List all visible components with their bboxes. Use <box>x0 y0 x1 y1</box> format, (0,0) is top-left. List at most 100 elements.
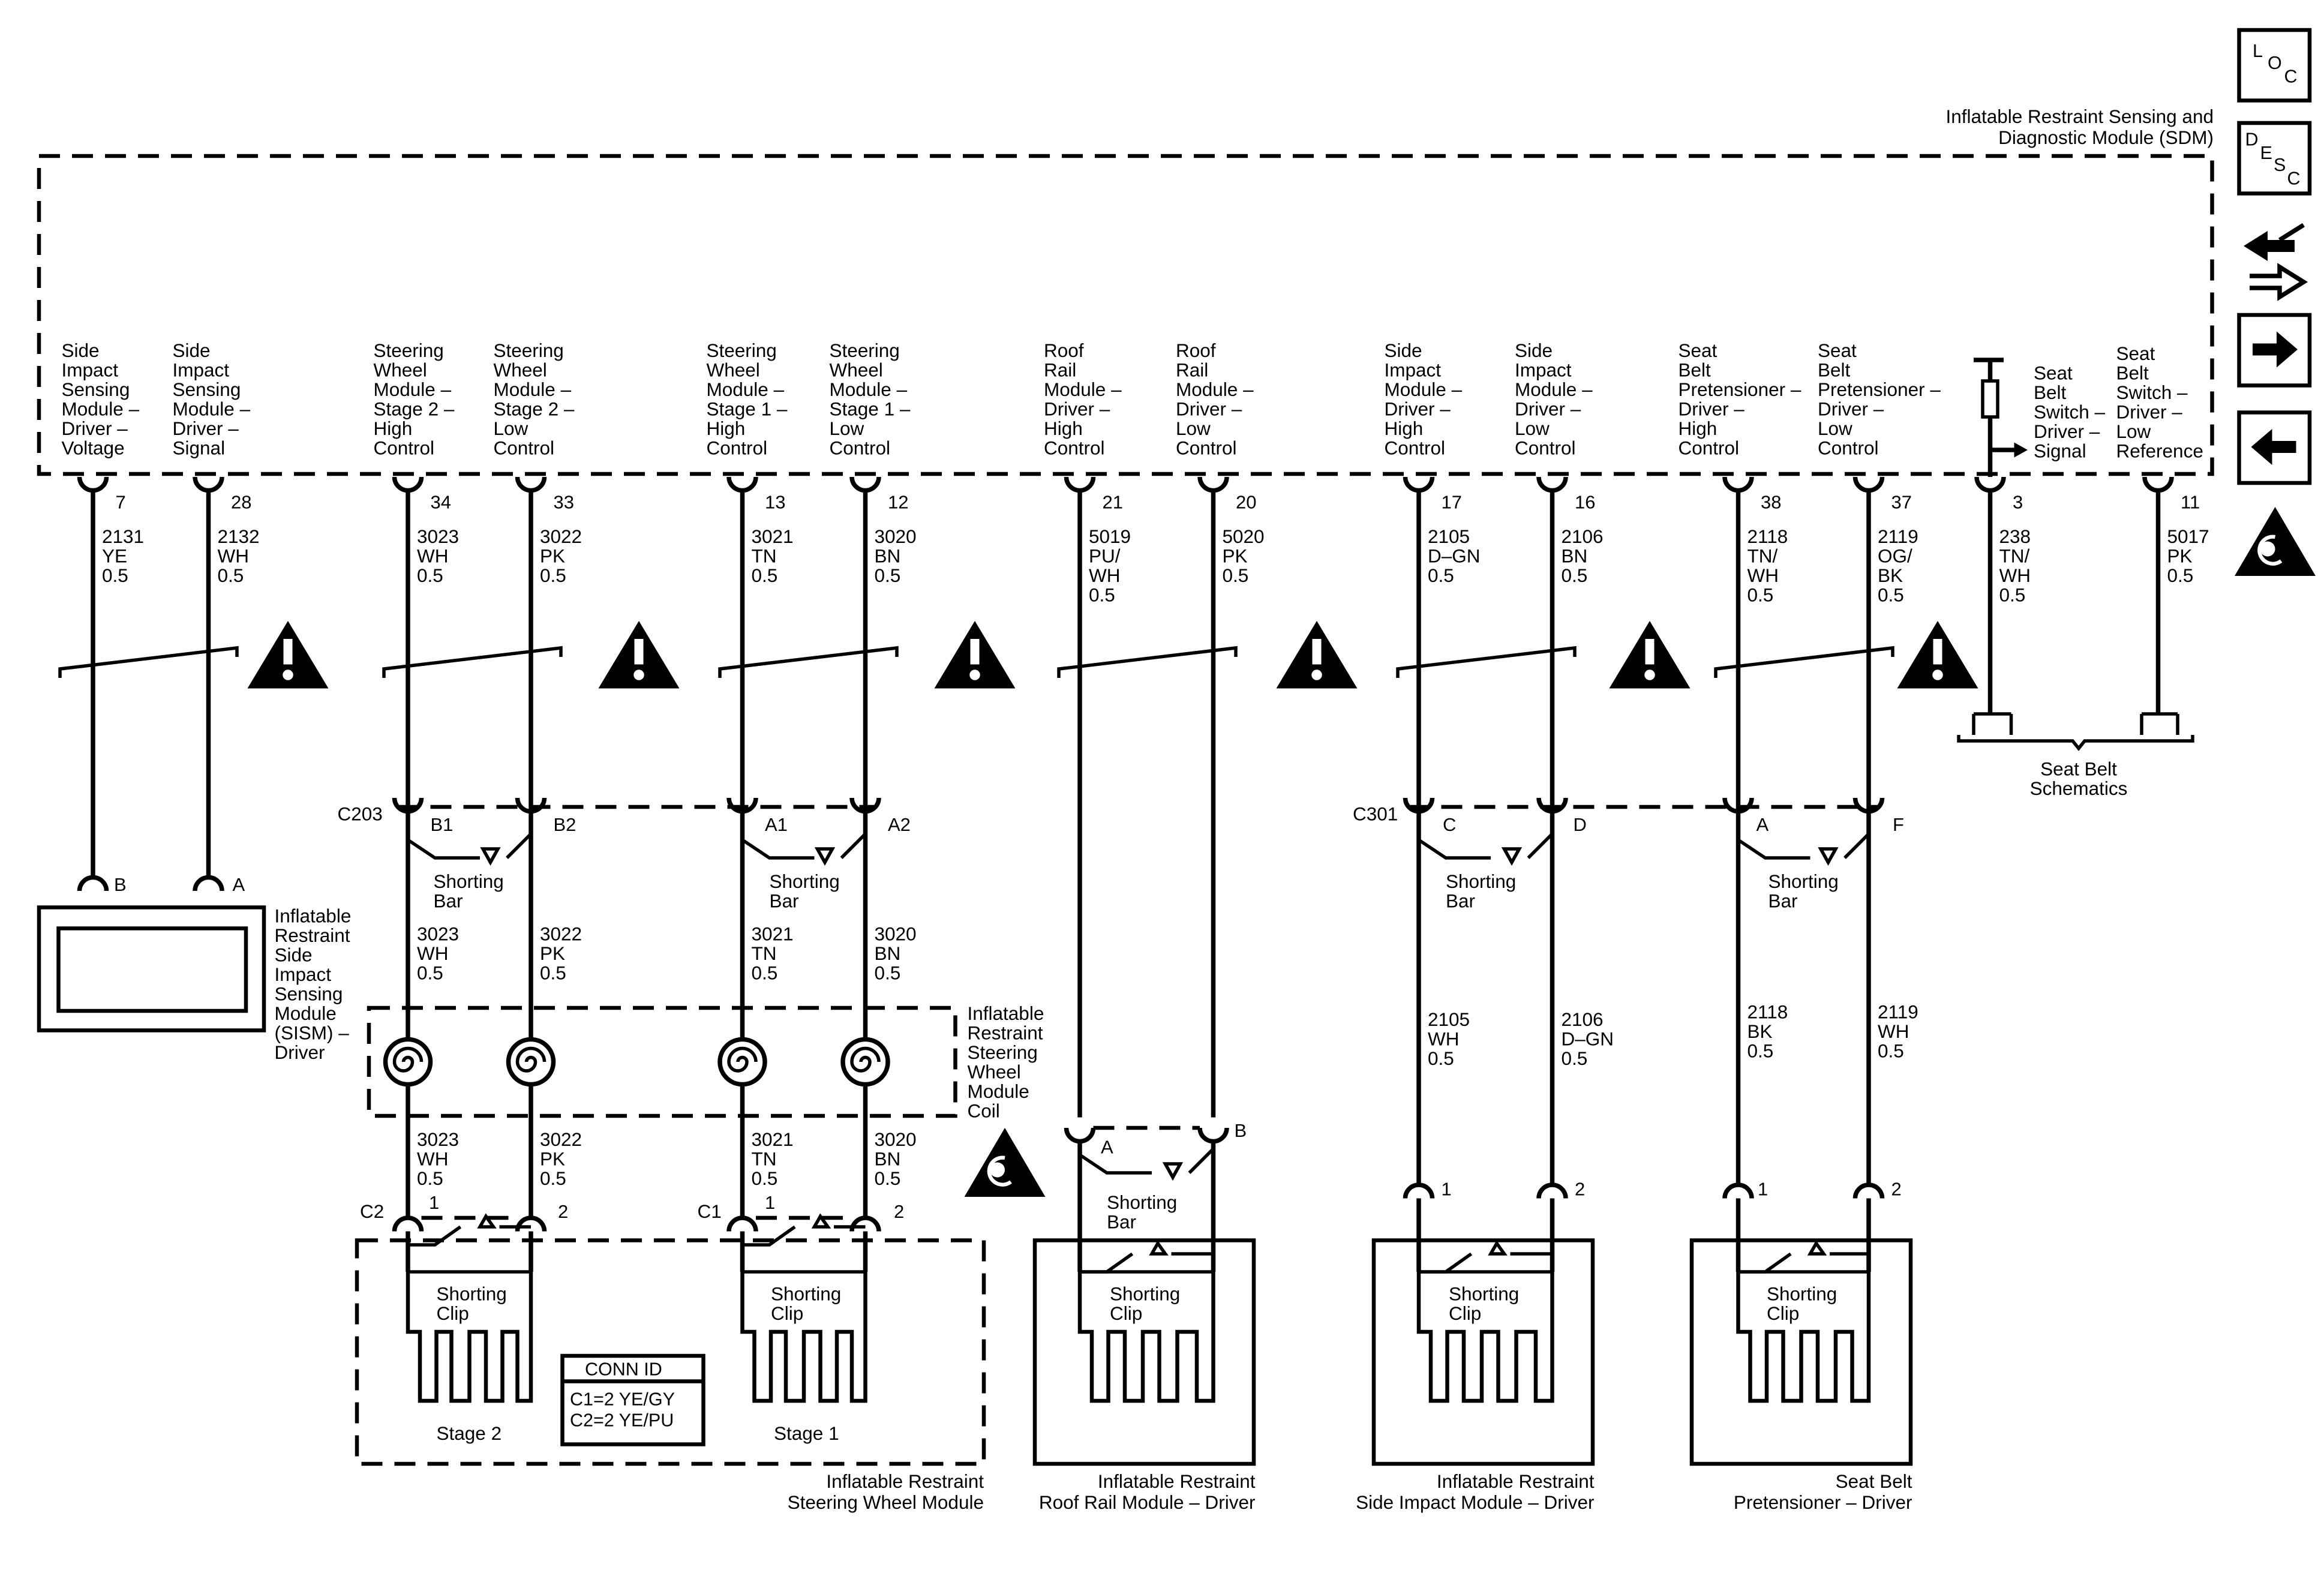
warning-icon <box>1897 621 1978 689</box>
wires <box>91 490 2161 1218</box>
connector-end-view-icon[interactable] <box>2244 223 2308 301</box>
svg-text:Shorting: Shorting <box>1107 1191 1177 1213</box>
svg-text:B2: B2 <box>554 814 577 835</box>
sdm-title-line1: Inflatable Restraint Sensing and <box>1945 106 2214 127</box>
svg-text:238: 238 <box>1999 526 2031 547</box>
svg-text:BK: BK <box>1878 565 1903 586</box>
coil-icon <box>717 1037 767 1087</box>
svg-text:Control: Control <box>1818 437 1879 458</box>
svg-text:2119: 2119 <box>1878 526 1918 547</box>
svg-text:28: 28 <box>231 492 251 513</box>
seat-belt-schematics-ref[interactable]: Seat Belt Schematics <box>1957 712 2194 799</box>
svg-text:High: High <box>1385 418 1424 439</box>
connector-c301: C301 C D A F Shorting Bar Shorting Bar <box>1353 797 1904 912</box>
svg-text:Module: Module <box>275 1002 337 1024</box>
airbag-warning-icon <box>2235 506 2316 576</box>
svg-text:TN/: TN/ <box>1999 545 2030 566</box>
svg-text:Roof: Roof <box>1044 340 1084 361</box>
svg-text:Steering Wheel Module: Steering Wheel Module <box>788 1491 984 1513</box>
svg-text:Shorting: Shorting <box>1767 1283 1837 1305</box>
svg-text:Bar: Bar <box>1446 890 1475 912</box>
svg-text:5017: 5017 <box>2167 526 2209 547</box>
svg-text:17: 17 <box>1442 492 1462 513</box>
svg-text:Inflatable: Inflatable <box>275 905 352 927</box>
svg-text:7: 7 <box>116 492 126 513</box>
side-impact-shorting-clip: Shorting Clip <box>1416 1240 1554 1403</box>
svg-text:Low: Low <box>1515 418 1550 439</box>
svg-text:B1: B1 <box>431 814 454 835</box>
svg-text:3020: 3020 <box>875 1128 917 1150</box>
airbag-warning-icon <box>964 1127 1046 1197</box>
svg-text:B: B <box>114 874 127 895</box>
twisted-pair-marks <box>58 646 1894 678</box>
svg-text:Wheel: Wheel <box>707 359 760 381</box>
svg-text:Belt: Belt <box>1818 359 1851 381</box>
svg-text:PK: PK <box>540 545 565 566</box>
svg-text:B: B <box>1235 1120 1247 1141</box>
svg-text:Sensing: Sensing <box>173 379 241 400</box>
coil-icon <box>506 1037 556 1087</box>
svg-text:Shorting: Shorting <box>1449 1283 1519 1305</box>
loc-icon[interactable]: L O C <box>2237 28 2312 103</box>
svg-text:Driver –: Driver – <box>62 418 128 439</box>
next-page-icon[interactable] <box>2237 313 2312 388</box>
circuit-label-stage2-high: Steering Wheel Module – Stage 2 – High C… <box>374 340 455 458</box>
svg-text:Seat Belt: Seat Belt <box>1836 1470 1912 1492</box>
stage2-shorting-clip: Shorting Clip <box>406 1213 533 1403</box>
svg-text:Control: Control <box>374 437 435 458</box>
previous-page-icon[interactable] <box>2237 410 2312 485</box>
desc-icon[interactable]: D E S C <box>2237 121 2312 196</box>
svg-text:3021: 3021 <box>752 923 794 945</box>
svg-text:Belt: Belt <box>2034 382 2067 403</box>
svg-text:(SISM) –: (SISM) – <box>275 1022 350 1044</box>
svg-text:Seat: Seat <box>2116 343 2155 364</box>
svg-text:0.5: 0.5 <box>2167 565 2194 586</box>
svg-text:Driver: Driver <box>275 1041 325 1063</box>
svg-text:Module: Module <box>968 1080 1029 1102</box>
circuit-label-seat-belt-low-ref: Seat Belt Switch – Driver – Low Referenc… <box>2116 343 2203 461</box>
svg-text:3022: 3022 <box>540 923 582 945</box>
svg-text:Switch –: Switch – <box>2116 382 2188 403</box>
svg-text:16: 16 <box>1575 492 1595 513</box>
svg-text:BN: BN <box>875 942 901 964</box>
svg-text:Signal: Signal <box>2034 440 2086 461</box>
svg-text:Driver –: Driver – <box>1044 398 1110 419</box>
svg-text:Module –: Module – <box>707 379 785 400</box>
svg-text:Module –: Module – <box>1385 379 1463 400</box>
svg-text:Impact: Impact <box>173 359 230 381</box>
sdm-module: Inflatable Restraint Sensing and Diagnos… <box>37 106 2214 476</box>
circuit-label-side-impact-voltage: Side Impact Sensing Module – Driver – Vo… <box>62 340 140 458</box>
svg-text:A1: A1 <box>765 814 788 835</box>
svg-text:0.5: 0.5 <box>752 962 778 984</box>
svg-text:Bar: Bar <box>1768 890 1798 912</box>
svg-text:C301: C301 <box>1353 803 1398 825</box>
svg-text:TN: TN <box>752 545 777 566</box>
coil-icon <box>383 1037 433 1087</box>
svg-text:Clip: Clip <box>1767 1302 1799 1324</box>
svg-text:3020: 3020 <box>875 923 917 945</box>
svg-text:High: High <box>1679 418 1718 439</box>
steering-wheel-coil: Inflatable Restraint Steering Wheel Modu… <box>367 1002 1044 1122</box>
svg-text:Rail: Rail <box>1176 359 1208 381</box>
svg-text:3021: 3021 <box>752 526 794 547</box>
svg-text:Side: Side <box>1515 340 1553 361</box>
svg-text:D: D <box>1574 814 1587 835</box>
svg-text:PK: PK <box>1223 545 1248 566</box>
svg-text:Module –: Module – <box>62 398 140 419</box>
svg-text:3022: 3022 <box>540 526 582 547</box>
svg-text:Low: Low <box>1818 418 1852 439</box>
svg-text:0.5: 0.5 <box>752 1167 778 1189</box>
svg-text:WH: WH <box>417 1148 448 1170</box>
connector-c203: C203 B1 B2 A1 A2 Shorting Bar Shorting B… <box>338 797 911 912</box>
circuit-label-stage1-low: Steering Wheel Module – Stage 1 – Low Co… <box>830 340 911 458</box>
svg-text:Seat Belt: Seat Belt <box>2040 758 2117 779</box>
svg-text:2: 2 <box>894 1201 904 1222</box>
svg-text:WH: WH <box>1089 565 1120 586</box>
svg-text:PK: PK <box>2167 545 2193 566</box>
svg-text:Seat: Seat <box>1818 340 1857 361</box>
svg-text:Pretensioner –: Pretensioner – <box>1818 379 1941 400</box>
